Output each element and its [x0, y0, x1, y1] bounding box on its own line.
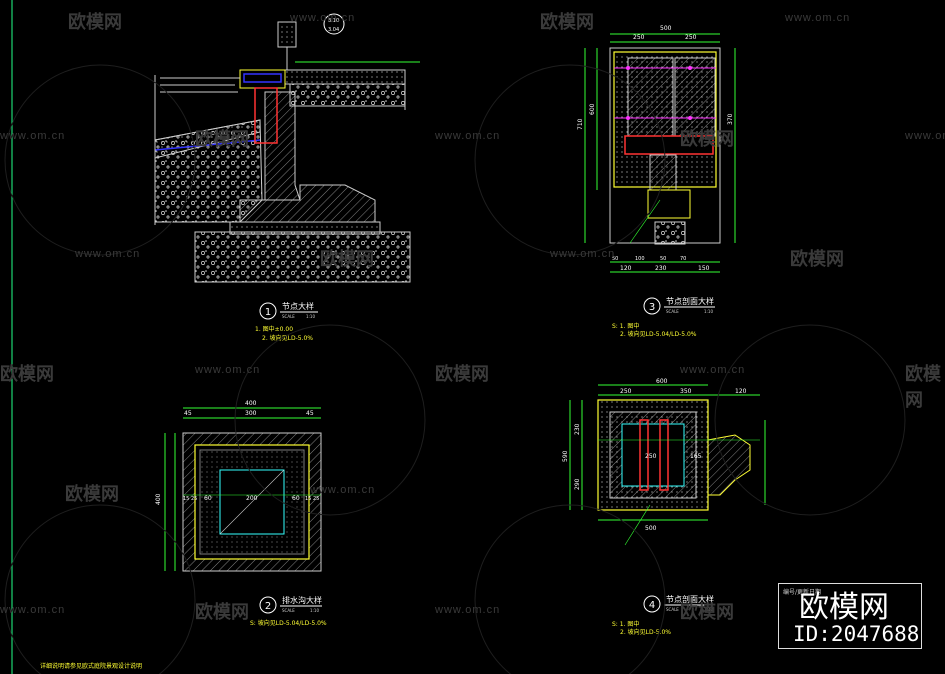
elevation-tag-2: 3.04	[328, 27, 339, 33]
elevation-tag-1: 3.10	[328, 18, 339, 24]
detail-2-number: 2	[265, 601, 271, 612]
d2-dim-right: 45	[306, 410, 314, 417]
detail-1-title: 1 节点大样 SCALE 1:10 1. 图中±0.00 2. 坡向见LD-5.…	[255, 301, 318, 342]
d2-dim-inner: 200	[246, 495, 258, 502]
svg-text:SCALE: SCALE	[282, 314, 295, 319]
d2-dim-left: 45	[184, 410, 192, 417]
bottom-note: 详细说明请参见欧式庭院景观设计说明	[40, 663, 143, 670]
detail-4-name: 节点剖面大样	[666, 594, 714, 604]
svg-text:1:10: 1:10	[310, 608, 319, 613]
watermark-url: www.om.cn	[195, 364, 261, 376]
detail-2-note-1: S: 坡向见LD-5.04/LD-5.0%	[250, 619, 327, 627]
svg-text:SCALE: SCALE	[282, 608, 295, 613]
detail-4-title: 4 节点剖面大样 SCALE 1:10 S: 1. 图中 2. 坡向见LD-5.…	[612, 594, 715, 636]
d4-dim-bottom: 500	[645, 525, 657, 532]
detail-2-plan	[164, 407, 322, 572]
watermark-logo: 欧模网	[0, 364, 54, 384]
d4-dim-inner: 250	[645, 453, 657, 460]
detail-3-number: 3	[649, 302, 655, 313]
detail-2-name: 排水沟大样	[282, 595, 322, 605]
watermark-url: www.om.cn	[785, 12, 851, 24]
detail-3-name: 节点剖面大样	[666, 296, 714, 306]
watermark-logo: 欧模网	[435, 364, 489, 384]
watermark-logo: 欧模网	[195, 602, 249, 622]
watermark-url: www.om.cn	[435, 604, 501, 616]
watermark-url: www.om.cn	[290, 12, 356, 24]
d4-dim-top: 600	[656, 378, 668, 385]
watermark-url: www.om.cn	[310, 484, 376, 496]
detail-1-section	[154, 13, 420, 283]
watermark-url: www.om.cn	[0, 130, 66, 142]
watermark-logo: 欧模网	[680, 602, 734, 622]
d2-dim-top: 400	[245, 400, 257, 407]
watermark-rings	[4, 64, 906, 674]
d4-dim-left-b: 290	[574, 478, 581, 490]
d3-dim-top: 500	[660, 25, 672, 32]
svg-text:1:10: 1:10	[704, 607, 713, 612]
watermark-logo: 欧模网	[680, 129, 734, 149]
d2-dim-small-right: 15 25	[305, 496, 319, 502]
watermark-logo: 欧模网	[320, 249, 374, 269]
detail-1-number: 1	[265, 307, 271, 318]
stamp-brand: 欧模网	[799, 590, 889, 625]
svg-text:SCALE: SCALE	[666, 607, 679, 612]
detail-4-note-2: 2. 坡向见LD-5.0%	[620, 628, 671, 636]
d2-dim-mid: 300	[245, 410, 257, 417]
d4-dim-top-c: 120	[735, 388, 747, 395]
d2-dim-offset-left: 60	[204, 495, 212, 502]
d4-dim-left: 590	[562, 450, 569, 462]
d3-dim-bottom2-1: 50	[612, 256, 618, 262]
detail-3-title: 3 节点剖面大样 SCALE 1:10 S: 1. 图中 2. 坡向见LD-5.…	[612, 296, 715, 338]
detail-1-name: 节点大样	[282, 301, 314, 311]
detail-2-title: 2 排水沟大样 SCALE 1:10 S: 坡向见LD-5.04/LD-5.0%	[250, 595, 327, 627]
d3-dim-bottom2-3: 50	[660, 256, 666, 262]
d3-dim-left: 710	[577, 118, 584, 130]
watermark-url: www.om.cn	[0, 604, 66, 616]
d3-dim-bottom2-2: 100	[635, 256, 645, 262]
d3-dim-right-a: 370	[727, 113, 734, 125]
detail-1-note-2: 2. 坡向见LD-5.0%	[262, 334, 313, 342]
watermark-url: www.om.cn	[435, 130, 501, 142]
d4-dim-inner2: 165	[690, 453, 702, 460]
detail-3-note-1: S: 1. 图中	[612, 322, 639, 330]
stamp-small-label: 编号/更新日期	[783, 589, 822, 596]
detail-4-note-1: S: 1. 图中	[612, 620, 639, 628]
detail-4-number: 4	[649, 600, 655, 611]
detail-3-note-2: 2. 坡向见LD-5.04/LD-5.0%	[620, 330, 697, 338]
watermark-logo: 欧模网	[540, 12, 594, 32]
watermark-logo: 欧模网	[195, 129, 249, 149]
d3-dim-bottom-1: 120	[620, 265, 632, 272]
detail-3-section	[584, 33, 736, 273]
svg-text:1:10: 1:10	[306, 314, 315, 319]
detail-4-plan	[569, 384, 766, 546]
d3-dim-left-a: 600	[589, 103, 596, 115]
d3-dim-top-b: 250	[685, 34, 697, 41]
watermark-logo: 欧模网	[790, 249, 844, 269]
d3-dim-bottom-3: 150	[698, 265, 710, 272]
d3-dim-top-a: 250	[633, 34, 645, 41]
d4-dim-top-a: 250	[620, 388, 632, 395]
watermark-url: www.om.cn	[75, 248, 141, 260]
watermark-url: www.om.cn	[905, 130, 945, 142]
d4-dim-left-a: 230	[574, 423, 581, 435]
svg-text:1:10: 1:10	[704, 309, 713, 314]
d3-dim-bottom-2: 230	[655, 265, 667, 272]
detail-1-note-1: 1. 图中±0.00	[255, 325, 293, 333]
watermark-logo: 欧模网	[65, 484, 119, 504]
stamp-id: ID:2047688	[793, 622, 920, 646]
watermark-url: www.om.cn	[680, 364, 746, 376]
d2-dim-small-left: 15 25	[183, 496, 197, 502]
d2-dim-side: 400	[155, 493, 162, 505]
d3-dim-bottom2-4: 70	[680, 256, 686, 262]
id-stamp: 编号/更新日期 欧模网 ID:2047688	[778, 583, 922, 649]
watermark-logo: 欧模网	[68, 12, 122, 32]
watermark-url: www.om.cn	[550, 248, 616, 260]
d2-dim-offset-right: 60	[292, 495, 300, 502]
d4-dim-top-b: 350	[680, 388, 692, 395]
svg-text:SCALE: SCALE	[666, 309, 679, 314]
watermark-logo: 欧模网	[905, 364, 941, 410]
